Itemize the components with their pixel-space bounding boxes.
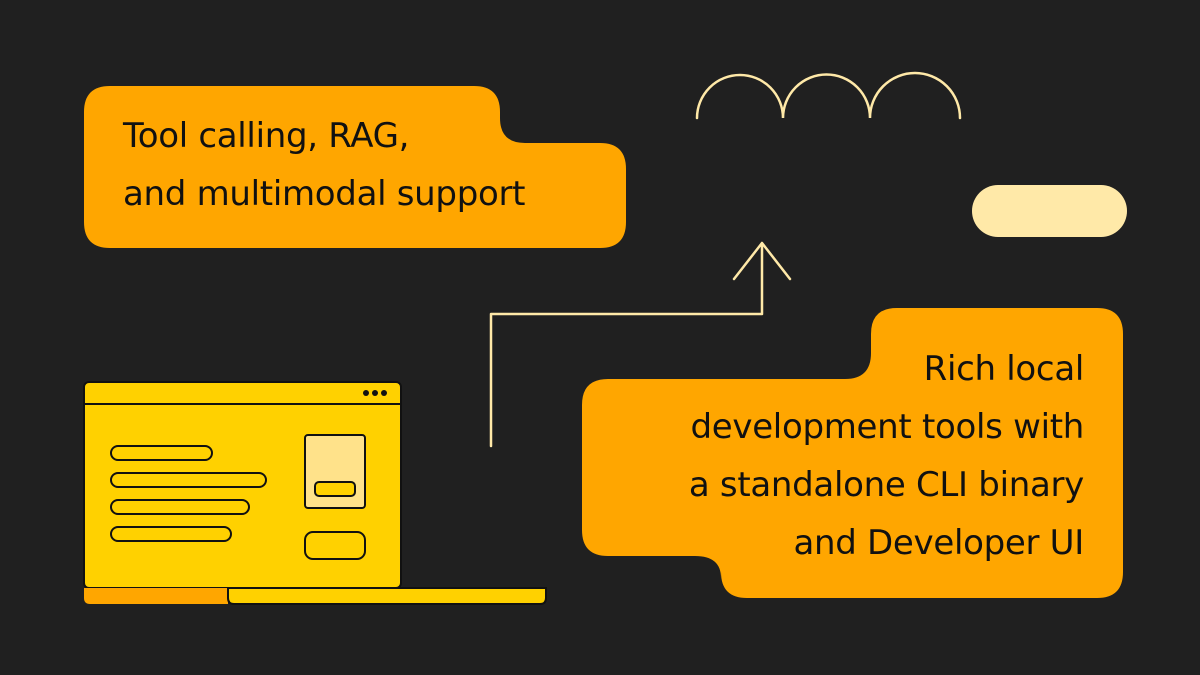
bottom-callout-shape — [582, 308, 1123, 598]
tool-calling-callout-text: Tool calling, RAG, and multimodal suppor… — [123, 107, 526, 223]
callout-line: Tool calling, RAG, — [123, 116, 410, 156]
callout-line: and Developer UI — [793, 523, 1084, 563]
callout-line: and multimodal support — [123, 174, 526, 214]
arc-wave-icon — [695, 71, 962, 120]
pill-shape-icon — [972, 185, 1127, 237]
callout-line: Rich local — [923, 349, 1085, 389]
dev-tools-callout-text: Rich local development tools with a stan… — [689, 340, 1084, 572]
up-arrow-icon — [489, 241, 792, 448]
callout-line: development tools with — [690, 407, 1084, 447]
callout-line: a standalone CLI binary — [688, 465, 1084, 505]
top-callout-shape — [84, 86, 626, 248]
laptop-icon — [83, 381, 547, 605]
